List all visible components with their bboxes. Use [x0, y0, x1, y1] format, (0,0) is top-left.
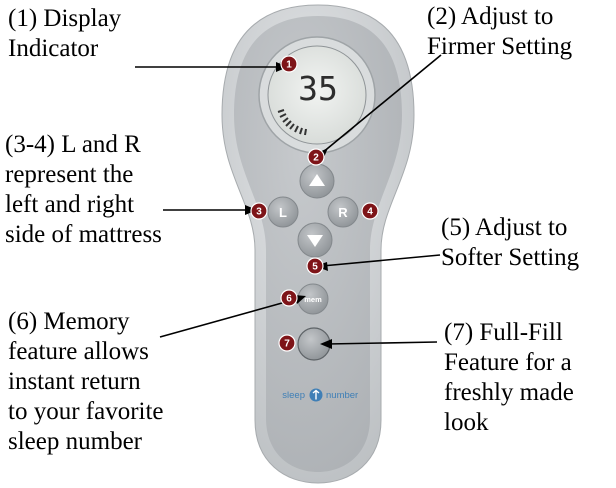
- label-firmer-setting: (2) Adjust to Firmer Setting: [427, 3, 573, 60]
- leader-lines: [135, 54, 442, 345]
- badge-5-label: 5: [312, 262, 318, 273]
- display-level-ticks: [277, 109, 307, 136]
- right-button-label: R: [338, 205, 348, 220]
- badge-1-label: 1: [286, 60, 292, 71]
- label-memory-feature: (6) Memory feature allows instant return…: [8, 308, 164, 455]
- brand-left: sleep: [282, 390, 305, 401]
- badge-2: 2: [307, 148, 325, 166]
- down-arrow-icon: [307, 235, 323, 247]
- badge-7: 7: [278, 334, 296, 352]
- up-arrow-icon: [309, 174, 325, 186]
- label-softer-setting: (5) Adjust to Softer Setting: [441, 214, 580, 271]
- leader-line-5: [321, 254, 441, 267]
- left-button-label: L: [279, 205, 287, 220]
- badge-2-label: 2: [313, 153, 319, 164]
- brand-right: number: [326, 390, 358, 401]
- badge-3: 3: [250, 202, 268, 220]
- badge-6-label: 6: [286, 294, 292, 305]
- leader-line-6: [159, 297, 301, 338]
- label-full-fill-feature: (7) Full-Fill Feature for a freshly made…: [444, 319, 574, 436]
- leader-line-2: [321, 54, 442, 154]
- display-value: 35: [298, 69, 338, 108]
- badge-7-label: 7: [284, 339, 290, 350]
- leader-line-7: [326, 341, 438, 345]
- left-side-button[interactable]: [267, 196, 299, 228]
- label-left-right-sides: (3-4) L and R represent the left and rig…: [5, 131, 162, 248]
- label-display-indicator: (1) Display Indicator: [8, 5, 122, 62]
- right-side-button[interactable]: [327, 196, 359, 228]
- badge-5: 5: [306, 257, 324, 275]
- badge-4-label: 4: [367, 207, 373, 218]
- arrowhead-7: [320, 339, 332, 349]
- memory-button-label: mem: [304, 295, 322, 304]
- badge-4: 4: [361, 202, 379, 220]
- badge-6: 6: [280, 289, 298, 307]
- badge-1: 1: [280, 55, 298, 73]
- brand-logo-mark: [312, 389, 320, 400]
- badge-3-label: 3: [256, 207, 262, 218]
